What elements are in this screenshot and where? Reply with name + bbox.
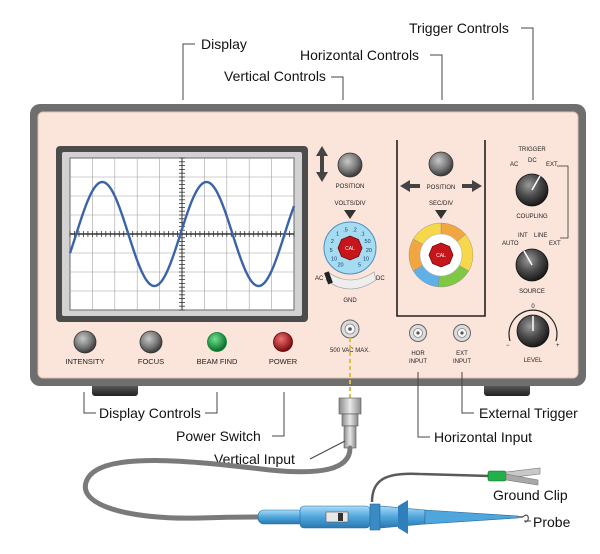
- volts-dial-number: 10: [331, 256, 337, 262]
- sine-wave-trace: [68, 180, 296, 288]
- level-plus-label: +: [556, 343, 560, 349]
- volts-dial-number: .1: [360, 232, 365, 238]
- horizontal-position-knob[interactable]: [428, 151, 454, 177]
- ext-input-label-line1: EXT: [456, 351, 468, 357]
- probe-bnc-connector[interactable]: [309, 397, 362, 460]
- hor-input-label-line1: HOR: [411, 351, 425, 357]
- gnd-label: GND: [343, 298, 357, 304]
- horizontal-controls-callout: Horizontal Controls: [300, 47, 419, 63]
- coupling-ac-label: AC: [510, 162, 519, 168]
- probe-body[interactable]: [257, 500, 529, 534]
- power-label: POWER: [269, 357, 298, 366]
- horizontal-input-callout: Horizontal Input: [434, 429, 532, 445]
- source-ext-label: EXT: [549, 241, 561, 247]
- volts-dial-number: 1: [336, 232, 339, 238]
- sec-div-label: SEC/DIV: [429, 201, 453, 207]
- volts-dial-number: 20: [337, 263, 343, 269]
- volts-cal-knob[interactable]: [337, 235, 363, 261]
- trigger-controls-callout: Trigger Controls: [409, 20, 509, 36]
- vertical-input-connector[interactable]: [340, 319, 360, 339]
- ext-input-label-line2: INPUT: [453, 359, 471, 365]
- sec-div-pointer-icon: [435, 210, 447, 219]
- coupling-knob[interactable]: [515, 173, 549, 207]
- volts-dial-number: 20: [366, 248, 372, 254]
- source-knob[interactable]: [515, 248, 549, 282]
- coupling-label: COUPLING: [516, 214, 548, 220]
- hor-input-label-line2: INPUT: [409, 359, 427, 365]
- external-trigger-callout: External Trigger: [479, 405, 578, 421]
- focus-label: FOCUS: [138, 357, 164, 366]
- vertical-controls-callout: Vertical Controls: [224, 68, 326, 84]
- coupling-dc-label: DC: [528, 158, 537, 164]
- vertical-position-knob[interactable]: [337, 152, 363, 178]
- max-voltage-label: 500 VAC MAX.: [330, 348, 370, 354]
- source-line-label: LINE: [534, 233, 547, 239]
- horizontal-section-border: [396, 140, 486, 317]
- graticule-ticks: [69, 157, 295, 311]
- level-minus-label: −: [506, 343, 510, 349]
- ac-label: AC: [315, 276, 324, 282]
- volts-div-pointer-icon: [344, 210, 356, 219]
- source-auto-label: AUTO: [502, 241, 519, 247]
- sec-div-color-ring: [408, 222, 474, 288]
- display-callout: Display: [201, 36, 247, 52]
- trigger-label: TRIGGER: [518, 147, 546, 153]
- volts-dial-number: 5: [358, 263, 361, 269]
- sec-div-dial[interactable]: CAL: [408, 222, 474, 288]
- display-screen: [56, 146, 308, 322]
- bottom-leaders: [83, 372, 531, 522]
- level-label: LEVEL: [524, 358, 543, 364]
- volts-dial-number: .2: [352, 228, 357, 234]
- source-int-label: INT: [518, 233, 528, 239]
- volts-dial-number: 2: [331, 239, 334, 245]
- intensity-knob[interactable]: [73, 330, 97, 354]
- intensity-label: INTENSITY: [65, 357, 104, 366]
- source-label: SOURCE: [519, 289, 545, 295]
- volts-cal-label: CAL: [345, 246, 355, 252]
- probe-hook-tip: [522, 514, 529, 523]
- top-leaders: [182, 27, 534, 100]
- ground-lead: [370, 472, 491, 503]
- power-button[interactable]: [273, 332, 293, 352]
- beam-find-label: BEAM FIND: [197, 357, 238, 366]
- level-zero-label: 0: [531, 304, 535, 310]
- ground-clip[interactable]: [487, 467, 541, 486]
- focus-knob[interactable]: [139, 330, 163, 354]
- power-switch-callout: Power Switch: [176, 428, 261, 444]
- volts-div-label: VOLTS/DIV: [335, 201, 366, 207]
- acdc-switch-lever[interactable]: [324, 271, 333, 285]
- volts-dial-number: 50: [365, 239, 371, 245]
- vertical-arrow-icon: [316, 146, 328, 182]
- coupling-source-bracket: [557, 165, 569, 239]
- vertical-input-callout: Vertical Input: [214, 451, 295, 467]
- probe-cable: [83, 445, 353, 521]
- vertical-position-label: POSITION: [336, 184, 365, 190]
- level-dial[interactable]: [508, 309, 558, 348]
- external-input-connector[interactable]: [453, 324, 471, 342]
- probe-callout: Probe: [533, 514, 571, 530]
- dc-label: DC: [376, 276, 385, 282]
- volts-dial-number: .5: [343, 228, 348, 234]
- volts-dial-number: 5: [330, 248, 333, 254]
- display-controls-callout: Display Controls: [99, 405, 201, 421]
- horizontal-arrow-icon: [400, 180, 482, 192]
- sec-cal-label: CAL: [436, 253, 446, 259]
- ground-clip-callout: Ground Clip: [493, 487, 568, 503]
- volts-dial-number: 10: [363, 256, 369, 262]
- acdc-switch-track[interactable]: [325, 271, 377, 290]
- probe-attenuation-switch[interactable]: [325, 511, 349, 523]
- sec-cal-knob[interactable]: [428, 242, 454, 268]
- coupling-ext-label: EXT: [546, 162, 558, 168]
- horizontal-input-connector[interactable]: [409, 324, 427, 342]
- beam-find-button[interactable]: [207, 332, 227, 352]
- horizontal-position-label: POSITION: [427, 185, 456, 191]
